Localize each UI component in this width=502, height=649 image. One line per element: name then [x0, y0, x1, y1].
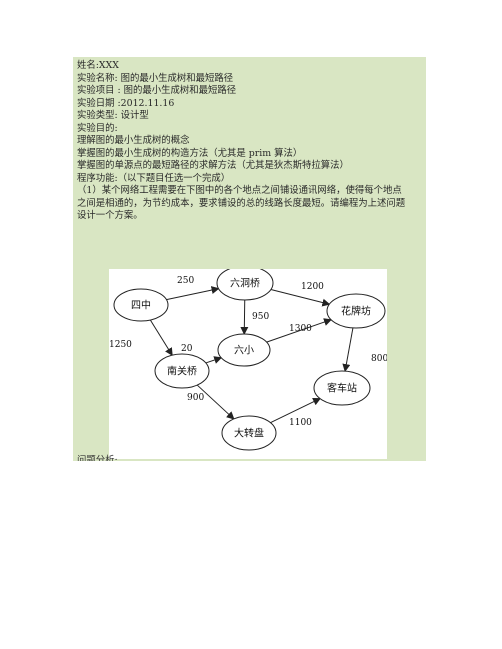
- experiment-type: 实验类型: 设计型: [77, 110, 149, 121]
- edge-weight-ngq-lx: 20: [181, 344, 193, 354]
- experiment-name: 实验名称: 图的最小生成树和最短路径: [77, 72, 234, 84]
- node-label-ldq: 六洞桥: [230, 278, 260, 290]
- task-line-3: 设计一个方案。: [77, 210, 143, 221]
- edge-ngq-lx: [205, 356, 223, 364]
- node-shape-hpf: [326, 293, 386, 329]
- edge-ldq-lx: [240, 299, 249, 336]
- edge-weight-sz-ngq: 1250: [109, 340, 132, 350]
- edge-weight-ngq-dzp: 900: [187, 393, 204, 403]
- node-kcz: 客车站: [313, 370, 371, 406]
- purpose-item-2: 掌握图的最小生成树的构造方法（尤其是 prim 算法）: [77, 147, 303, 159]
- node-hpf: 花牌坊: [326, 293, 386, 329]
- node-label-hpf: 花牌坊: [341, 305, 371, 318]
- node-sz: 四中: [113, 288, 169, 322]
- purpose-item-1: 理解图的最小生成树的概念: [77, 135, 190, 146]
- node-shape-kcz: [313, 370, 371, 406]
- edge-ldq-hpf: [270, 289, 331, 307]
- edge-weight-hpf-kcz: 800: [371, 354, 387, 364]
- network-graph-diagram: 250 1200 950 1300 1250 20 800 900 1100 四中 六洞桥六小 花牌…: [109, 269, 387, 459]
- edge-sz-ngq: [149, 319, 173, 357]
- experiment-date: 实验日期 :2012.11.16: [77, 97, 175, 109]
- node-shape-ngq: [154, 353, 210, 389]
- document-text: 姓名:XXX 实验名称: 图的最小生成树和最短路径 实验项目 : 图的最小生成树…: [77, 60, 425, 223]
- edge-hpf-kcz: [342, 327, 354, 373]
- node-label-kcz: 客车站: [327, 382, 357, 395]
- purpose-title: 实验目的:: [77, 122, 118, 134]
- edge-ngq-dzp: [196, 384, 235, 420]
- node-ngq: 南关桥: [154, 353, 210, 389]
- node-shape-lx: [217, 333, 271, 367]
- edge-lx-hpf: [266, 318, 333, 343]
- function-title: 程序功能:（以下题目任选一个完成）: [77, 172, 231, 184]
- cut-off-text: 问题分析:: [77, 455, 118, 461]
- edge-weight-sz-ldq: 250: [177, 276, 194, 286]
- edge-sz-ldq: [166, 286, 220, 301]
- node-shape-ldq: [216, 269, 274, 301]
- student-name: 姓名:XXX: [77, 60, 119, 71]
- experiment-item: 实验项目 : 图的最小生成树和最短路径: [77, 85, 237, 96]
- edge-weight-ldq-hpf: 1200: [301, 282, 324, 292]
- node-lx: 六小: [217, 333, 271, 367]
- task-line-1: （1）某个网络工程需要在下图中的各个地点之间铺设通讯网络，使得每个地点: [77, 185, 402, 196]
- edge-weight-dzp-kcz: 1100: [289, 418, 312, 428]
- node-label-dzp: 大转盘: [234, 427, 264, 440]
- purpose-item-3: 掌握图的单源点的最短路径的求解方法（尤其是狄杰斯特拉算法）: [77, 160, 349, 171]
- node-dzp: 大转盘: [221, 415, 277, 451]
- node-label-lx: 六小: [234, 345, 254, 357]
- task-line-2: 之间是相通的，为节约成本，要求铺设的总的线路长度最短。请编程为上述问题: [77, 197, 406, 209]
- document-panel: 姓名:XXX 实验名称: 图的最小生成树和最短路径 实验项目 : 图的最小生成树…: [73, 57, 426, 461]
- edge-dzp-kcz: [270, 398, 322, 424]
- edge-weight-lx-hpf: 1300: [289, 324, 312, 334]
- node-shape-dzp: [221, 415, 277, 451]
- edge-weight-ldq-lx: 950: [252, 312, 269, 322]
- node-label-sz: 四中: [131, 299, 151, 312]
- node-shape-sz: [113, 288, 169, 322]
- node-ldq: 六洞桥: [216, 269, 274, 301]
- node-label-ngq: 南关桥: [167, 365, 197, 378]
